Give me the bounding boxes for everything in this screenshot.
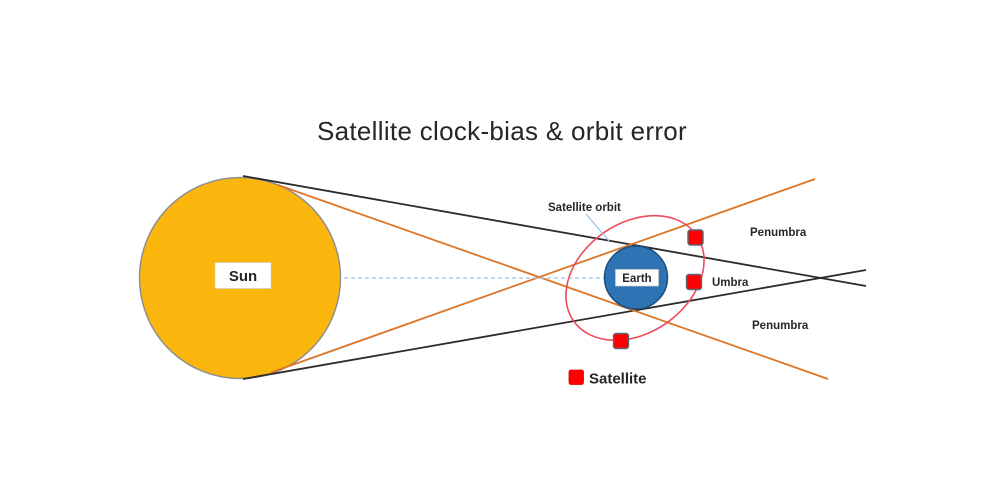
umbra-cone-upper-line <box>242 175 867 287</box>
page-title: Satellite clock-bias & orbit error <box>317 116 687 146</box>
umbra-label: Umbra <box>712 277 749 289</box>
orbit-pointer-line <box>585 213 610 242</box>
penumbra-upper-line <box>277 184 829 380</box>
penumbra-lower-line <box>270 178 816 374</box>
sun-label-box <box>214 262 272 289</box>
satellite-right-marker <box>685 273 703 291</box>
penumbra-bottom-label: Penumbra <box>752 320 809 332</box>
earth-label-box <box>615 269 659 287</box>
sun-label: Sun <box>229 268 257 285</box>
legend-satellite-swatch <box>568 369 584 385</box>
penumbra-top-label: Penumbra <box>750 227 807 239</box>
satellite-bottom-marker <box>612 332 630 350</box>
satellite-orbit-label: Satellite orbit <box>548 202 621 214</box>
satellite-top-marker <box>687 229 704 246</box>
earth-label: Earth <box>622 273 651 285</box>
legend: Satellite <box>568 369 647 388</box>
umbra-cone-lower-line <box>242 269 867 380</box>
legend-satellite-label: Satellite <box>589 371 647 388</box>
